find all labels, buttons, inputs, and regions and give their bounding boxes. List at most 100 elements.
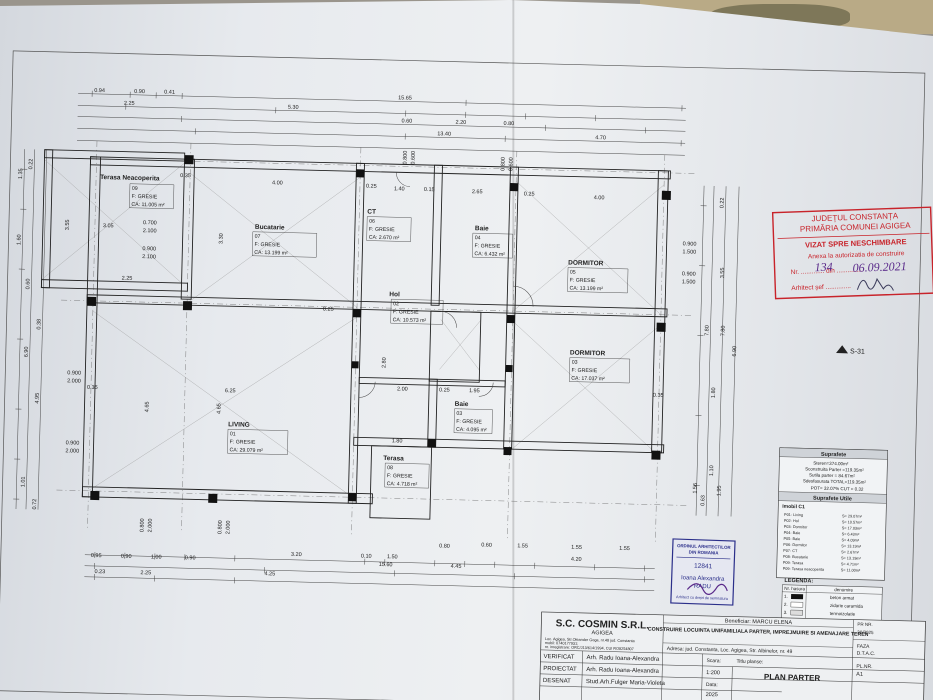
dim-left-5: 0.60 xyxy=(25,279,31,290)
dim-left-3: 3.55 xyxy=(65,219,71,230)
sheet-title: PLAN PARTER xyxy=(764,672,821,682)
svg-text:LEGENDA:: LEGENDA: xyxy=(784,578,813,585)
svg-text:Baie: Baie xyxy=(455,401,469,408)
dim-bot-15: 4.20 xyxy=(571,557,582,563)
svg-text:F: GRESIE: F: GRESIE xyxy=(230,439,256,446)
company-phone: mobil: 0740177931; xyxy=(545,641,578,646)
dim-top-8: 2.20 xyxy=(455,120,466,126)
dimension-lines xyxy=(15,93,740,591)
svg-text:P09- Terasa: P09- Terasa xyxy=(783,561,804,566)
dim-bot-1: 0.95 xyxy=(91,553,102,559)
svg-text:F: GRESIE: F: GRESIE xyxy=(369,227,395,234)
svg-text:PL.NR.: PL.NR. xyxy=(856,664,872,670)
svg-text:Data:: Data: xyxy=(706,682,718,688)
room-baie-1: Baie 04 F: GRESIE CA: 6.432 m² xyxy=(472,225,514,259)
handwritten-permit-date: 06.09.2021 xyxy=(852,259,906,275)
svg-text:S= 10.57m²: S= 10.57m² xyxy=(842,520,863,524)
svg-text:S= 11.00m²: S= 11.00m² xyxy=(841,568,861,572)
svg-text:F: GRESIE: F: GRESIE xyxy=(474,243,500,250)
room-bucatarie: Bucatarie 07 F: GRESIE CA: 13.199 m² xyxy=(252,224,318,258)
svg-text:01: 01 xyxy=(230,431,236,437)
dim-bot-12: 15.60 xyxy=(379,562,393,568)
svg-text:DESENAT: DESENAT xyxy=(543,678,571,685)
room-baie-2: Baie 03 F: GRESIE CA: 4.095 m² xyxy=(453,401,493,434)
drawn-by: Stud.Arh.Fulger Maria-Violeta xyxy=(586,679,666,687)
dim-misc-11: 1.80 xyxy=(392,438,403,444)
dim-bot-18: 0.80 xyxy=(439,543,450,549)
dim-bot-7: 1.50 xyxy=(387,554,398,560)
dim-bot-17: 2.25 xyxy=(140,570,151,576)
dim-bot-11: 1.55 xyxy=(619,546,630,552)
project-number: 30/2025 xyxy=(857,630,874,635)
room-dormitor-1: DORMITOR 05 F: GRESIE CA: 13.199 m² xyxy=(567,259,629,294)
dim-bot-2: 0.90 xyxy=(121,554,132,560)
dim-left-2: 0.22 xyxy=(28,159,34,170)
svg-text:zidarie caramida: zidarie caramida xyxy=(830,603,864,609)
svg-text:CA: 4.718 m²: CA: 4.718 m² xyxy=(387,481,418,488)
svg-text:CT: CT xyxy=(367,209,376,216)
svg-text:DIN ROMANIA: DIN ROMANIA xyxy=(689,549,720,555)
svg-text:Scara:: Scara: xyxy=(706,658,721,664)
svg-text:RADU: RADU xyxy=(694,584,711,591)
dim-v-top-1: 0.800 xyxy=(403,151,409,165)
handwritten-signature xyxy=(856,277,894,291)
blue-stamp-border xyxy=(670,538,736,606)
svg-text:S= 13.19m²: S= 13.19m² xyxy=(841,556,862,560)
svg-text:P03- Dormitor: P03- Dormitor xyxy=(784,525,808,530)
dim-left-6: 0.38 xyxy=(36,319,42,330)
dim-misc-8: 0.900 xyxy=(142,246,156,252)
svg-text:Sdesfasurata TOTAL=119.35m²: Sdesfasurata TOTAL=119.35m² xyxy=(803,478,867,485)
dim-right-c: 0.900 xyxy=(682,271,696,277)
dim-misc-14: 1.95 xyxy=(469,388,480,394)
svg-text:DORMITOR: DORMITOR xyxy=(568,259,604,267)
dim-right-3: 7.80 xyxy=(704,325,710,336)
svg-text:Baie: Baie xyxy=(475,225,489,232)
svg-text:P07- CT: P07- CT xyxy=(783,549,798,553)
sheet-frame xyxy=(0,50,926,700)
svg-text:12841: 12841 xyxy=(694,563,713,571)
svg-text:1.: 1. xyxy=(784,594,788,599)
dim-right-b: 1.500 xyxy=(682,249,696,255)
dim-inner-10: 0.35 xyxy=(653,393,664,399)
svg-text:CA: 17.037 m²: CA: 17.037 m² xyxy=(571,376,605,383)
dim-v-door-4: 2.000 xyxy=(225,520,231,534)
dim-misc-2: 2.25 xyxy=(122,276,133,282)
svg-text:LIVING: LIVING xyxy=(228,421,250,429)
dim-misc-10: 0.25 xyxy=(323,306,334,312)
elevation-marker: S-31 xyxy=(836,345,865,356)
room-ct: CT 06 F: GRESIE CA: 2.670 m² xyxy=(366,209,412,242)
dim-top-10: 13.40 xyxy=(437,131,451,137)
designed-by: Arh. Radu Ioana-Alexandra xyxy=(586,667,659,675)
dim-v-top-2: 0.600 xyxy=(411,151,417,165)
svg-text:Anexa la autorizatia de constr: Anexa la autorizatia de construire xyxy=(808,250,905,260)
dim-left-4: 1.60 xyxy=(16,234,22,245)
svg-text:P01- Living: P01- Living xyxy=(784,513,803,517)
dim-right-9: 1.10 xyxy=(709,465,715,476)
architect-signature xyxy=(686,583,728,595)
svg-text:F: GRESIE: F: GRESIE xyxy=(570,278,596,285)
project-title: CONSTRUIRE LOCUINTA UNIFAMILIALA PARTER,… xyxy=(648,627,869,638)
svg-text:3.: 3. xyxy=(784,610,788,615)
dim-left-c: 0.900 xyxy=(66,440,80,446)
dim-v-door-3: 0.800 xyxy=(217,520,223,534)
dim-v-living-2: 4.65 xyxy=(216,403,222,414)
svg-text:Suprafete: Suprafete xyxy=(821,452,847,459)
dim-v-hol: 2.80 xyxy=(382,357,388,368)
sheet-number: A1 xyxy=(856,672,863,678)
dim-bot-5: 3.20 xyxy=(291,552,302,558)
svg-text:CA: 11.005 m²: CA: 11.005 m² xyxy=(131,202,164,209)
dim-right-7: 1.56 xyxy=(693,483,699,494)
svg-text:06: 06 xyxy=(369,219,375,225)
svg-text:05: 05 xyxy=(570,270,576,276)
dimension-ticks xyxy=(13,90,707,584)
svg-text:F: GRESIE: F: GRESIE xyxy=(387,473,413,480)
dim-misc-1: 3.05 xyxy=(103,223,114,229)
svg-text:CA: 13.199 m²: CA: 13.199 m² xyxy=(254,250,288,257)
svg-text:S= 6.43m²: S= 6.43m² xyxy=(842,532,860,536)
svg-text:S= 13.19m²: S= 13.19m² xyxy=(841,544,862,548)
